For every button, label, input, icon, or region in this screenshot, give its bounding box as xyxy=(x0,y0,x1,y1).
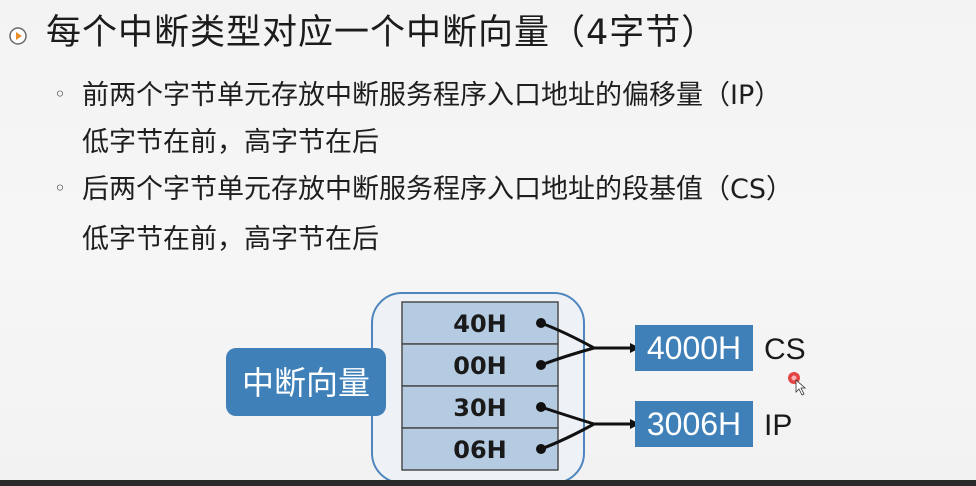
sub-bullet-marker: ◦ xyxy=(54,82,66,106)
cs-value: 4000H xyxy=(647,330,741,366)
laser-pointer-icon xyxy=(788,372,807,396)
vector-label: 中断向量 xyxy=(242,364,370,402)
bullet-2-line-1: 后两个字节单元存放中断服务程序入口地址的段基值（CS） xyxy=(82,174,793,205)
cs-register-label: CS xyxy=(764,333,806,366)
connector-line xyxy=(540,321,595,350)
bullet-1-line-1: 前两个字节单元存放中断服务程序入口地址的偏移量（IP） xyxy=(82,80,782,111)
cs-value-box xyxy=(635,325,753,371)
ip-value-box xyxy=(635,401,753,447)
memory-cell xyxy=(401,343,559,387)
connector-line xyxy=(540,405,595,426)
play-circle-bullet-icon xyxy=(9,27,27,45)
ip-value: 3006H xyxy=(647,406,741,442)
cell-value-06h: 06H xyxy=(453,436,506,464)
vector-label-box xyxy=(226,348,386,416)
bullet-2-line-2: 低字节在前，高字节在后 xyxy=(82,224,379,255)
memory-cell xyxy=(401,385,559,429)
connector-line xyxy=(540,346,595,367)
connector-line xyxy=(540,422,595,451)
bullet-1-line-2: 低字节在前，高字节在后 xyxy=(82,127,379,158)
memory-cells: 40H 00H 30H 06H xyxy=(401,301,559,471)
memory-cell xyxy=(401,427,559,471)
cell-value-40h: 40H xyxy=(453,310,506,338)
cell-value-30h: 30H xyxy=(453,394,506,422)
ip-register-label: IP xyxy=(764,409,792,442)
bottom-bar xyxy=(0,480,976,486)
memory-cell xyxy=(401,301,559,345)
sub-bullet-marker: ◦ xyxy=(54,176,66,200)
cell-value-00h: 00H xyxy=(453,352,506,380)
slide-heading: 每个中断类型对应一个中断向量（4字节） xyxy=(46,13,718,53)
